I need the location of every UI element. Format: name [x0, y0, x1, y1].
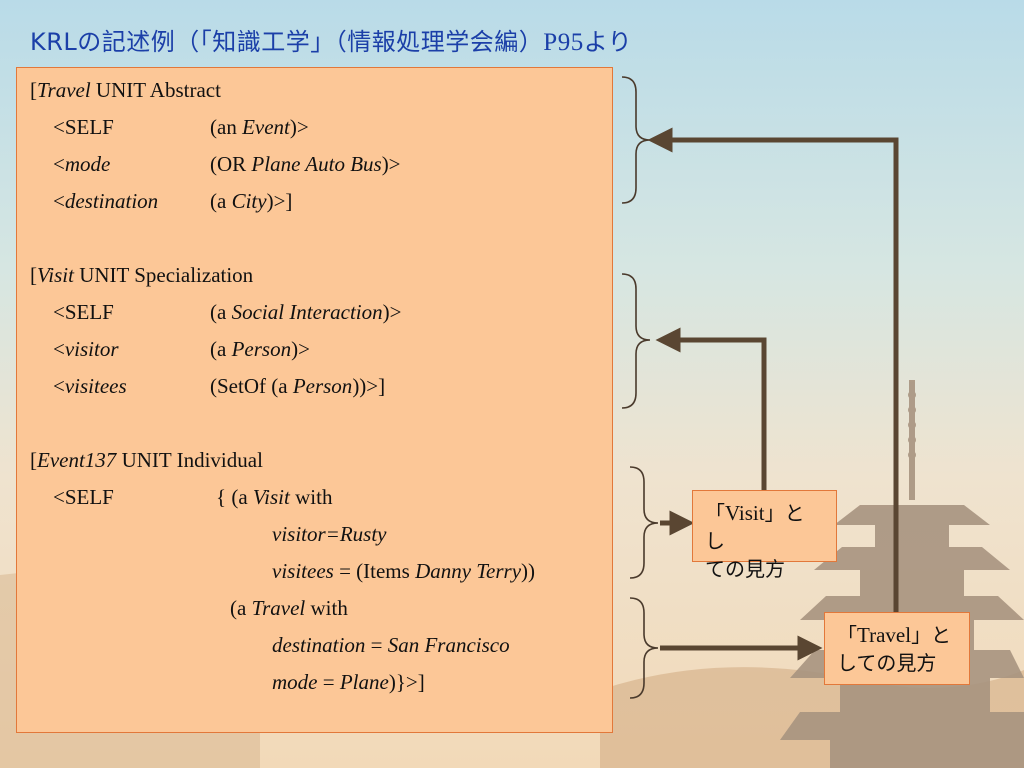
event137-line-travel: (a Travel with	[230, 596, 348, 620]
unit-travel-header: [Travel UNIT Abstract	[30, 78, 221, 102]
event137-line-visitor: visitor=Rusty	[272, 522, 387, 546]
travel-slot-self-key: <SELF	[53, 115, 114, 139]
visit-slot-visitees-key: <visitees	[53, 374, 127, 398]
visit-slot-self-key: <SELF	[53, 300, 114, 324]
event137-line-visitees: visitees = (Items Danny Terry))	[272, 559, 536, 583]
event137-line-destination: destination = San Francisco	[272, 633, 510, 657]
travel-slot-mode-value: (OR Plane Auto Bus)>	[210, 152, 401, 176]
title-page: P95	[543, 29, 584, 56]
visit-slot-visitor-key: <visitor	[53, 337, 119, 361]
visit-slot-visitor-value: (a Person)>	[210, 337, 310, 361]
event137-self-key: <SELF	[53, 485, 114, 509]
travel-slot-destination-value: (a City)>]	[210, 189, 293, 213]
visit-slot-self-value: (a Social Interaction)>	[210, 300, 402, 324]
travel-slot-mode-key: <mode	[53, 152, 111, 176]
unit-event137-header: [Event137 UNIT Individual	[30, 448, 263, 472]
unit-visit-header: [Visit UNIT Specialization	[30, 263, 254, 287]
krl-code-box	[16, 67, 613, 733]
title-suffix: より	[583, 28, 633, 56]
visit-slot-visitees-value: (SetOf (a Person))>]	[210, 374, 386, 398]
travel-view-label: 「Travel」と しての見方	[824, 612, 970, 685]
title-prefix: KRLの記述例（「知識工学」（情報処理学会編）	[30, 28, 544, 56]
page-title: KRLの記述例（「知識工学」（情報処理学会編）P95より	[30, 22, 632, 57]
travel-slot-self-value: (an Event)>	[210, 115, 309, 139]
travel-slot-destination-key: <destination	[53, 189, 159, 213]
visit-view-label: 「Visit」とし ての見方	[692, 490, 837, 581]
event137-line-visit: { (a Visit with	[216, 485, 333, 509]
event137-line-mode: mode = Plane)}>]	[272, 670, 425, 694]
